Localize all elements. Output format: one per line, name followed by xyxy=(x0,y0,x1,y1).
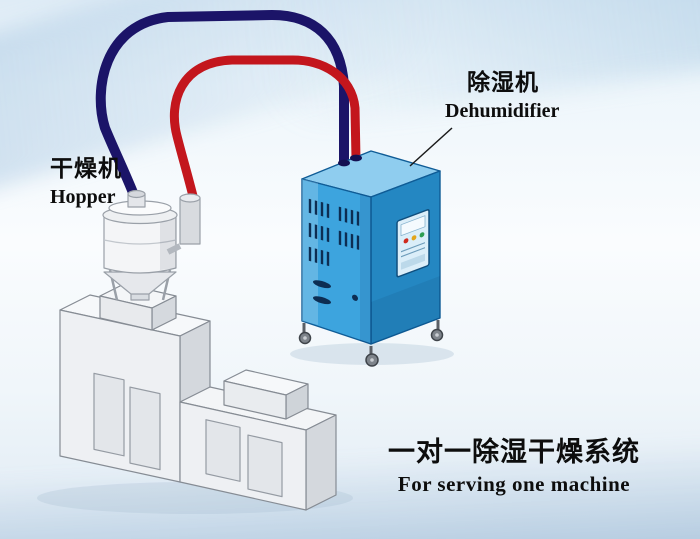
dehumidifier-leader-line xyxy=(409,127,453,167)
cabinet-control-panel xyxy=(396,209,430,278)
dehumidifier-label-en: Dehumidifier xyxy=(445,100,560,122)
machine-right-doors xyxy=(205,419,283,498)
hopper-loader-unit xyxy=(166,193,201,255)
dry-air-pipe xyxy=(169,55,361,205)
cabinet-indicator-dot xyxy=(352,294,358,301)
cabinet-front-face xyxy=(301,178,372,345)
hopper-label: 干燥机 Hopper xyxy=(50,156,122,209)
system-caption: 一对一除湿干燥系统 For serving one machine xyxy=(383,437,645,497)
return-air-pipe xyxy=(95,10,349,205)
air-pipes xyxy=(95,10,361,205)
hopper-lid-port-top xyxy=(127,189,146,199)
cabinet-vent-grilles xyxy=(308,198,360,305)
return-air-port xyxy=(338,159,350,167)
cabinet-slot-vent-1 xyxy=(313,280,331,289)
dehumidifier-cabinet xyxy=(298,150,444,367)
machine-left-doors xyxy=(93,372,161,471)
panel-button-red xyxy=(403,238,409,244)
machine-barrel-cover xyxy=(223,369,309,420)
cabinet-casters xyxy=(298,320,444,367)
panel-button-yellow xyxy=(411,235,417,241)
hopper-seam xyxy=(103,239,177,245)
system-caption-zh: 一对一除湿干燥系统 xyxy=(388,437,640,468)
cabinet-air-ports xyxy=(338,154,362,167)
dehumidifier-label: 除湿机 Dehumidifier xyxy=(445,70,559,123)
panel-display xyxy=(400,215,426,237)
system-caption-en: For serving one machine xyxy=(397,472,631,496)
machine-right-block-side xyxy=(305,414,337,511)
cabinet-side-shade xyxy=(371,276,440,344)
extruder-machine xyxy=(59,283,337,511)
hopper-dryer xyxy=(102,189,201,301)
cabinet-front-shade xyxy=(360,194,371,344)
dehumidifier-label-zh: 除湿机 xyxy=(467,70,539,96)
dry-air-port xyxy=(350,154,362,162)
hopper-label-zh: 干燥机 xyxy=(50,156,122,182)
cabinet-slot-vent-2 xyxy=(313,296,331,305)
hopper-label-en: Hopper xyxy=(50,186,116,208)
hopper-body-shading xyxy=(160,216,176,270)
panel-button-green xyxy=(419,232,425,238)
